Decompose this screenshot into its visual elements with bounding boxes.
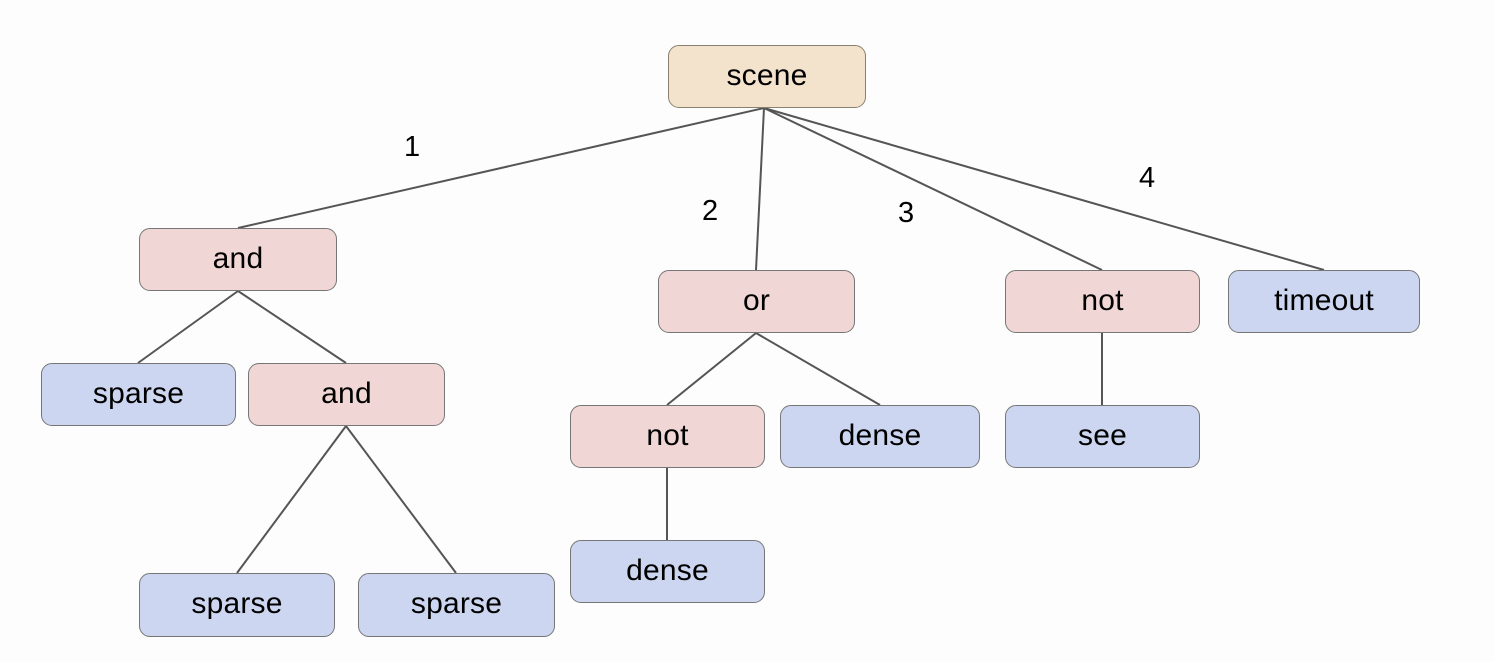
edge-label-2: 2 <box>702 195 719 227</box>
tree-node-or1[interactable]: or <box>658 270 855 333</box>
edge-label-4: 4 <box>1139 162 1156 194</box>
tree-node-label: sparse <box>92 376 185 410</box>
tree-node-label: scene <box>726 58 808 92</box>
tree-node-label: dense <box>838 418 922 452</box>
tree-node-label: dense <box>626 553 709 587</box>
tree-edge <box>755 332 881 406</box>
tree-node-dense1[interactable]: dense <box>780 405 980 468</box>
tree-node-and1[interactable]: and <box>139 228 337 291</box>
tree-edge <box>666 332 757 406</box>
edge-label-3: 3 <box>898 197 915 229</box>
tree-node-label: and <box>321 376 372 410</box>
tree-node-sparse3[interactable]: sparse <box>358 573 555 637</box>
tree-node-not2[interactable]: not <box>570 405 765 468</box>
tree-node-not1[interactable]: not <box>1005 270 1200 333</box>
tree-node-sparse1[interactable]: sparse <box>41 363 236 426</box>
tree-edge <box>755 107 765 271</box>
tree-node-label: timeout <box>1274 283 1374 317</box>
tree-edge <box>137 290 239 364</box>
tree-node-see1[interactable]: see <box>1005 405 1200 468</box>
tree-node-and2[interactable]: and <box>248 363 445 426</box>
tree-edge <box>763 107 1325 271</box>
tree-node-label: not <box>1081 283 1124 317</box>
tree-edge <box>236 425 347 574</box>
tree-node-label: or <box>742 283 771 317</box>
tree-edge <box>237 290 347 364</box>
tree-edge <box>237 107 765 229</box>
edge-label-1: 1 <box>404 131 421 163</box>
tree-node-sparse2[interactable]: sparse <box>139 573 335 637</box>
tree-edge <box>763 107 1103 271</box>
tree-node-label: see <box>1078 418 1127 452</box>
tree-node-scene[interactable]: scene <box>668 45 866 108</box>
tree-node-dense2[interactable]: dense <box>570 540 765 603</box>
tree-node-label: sparse <box>410 587 503 620</box>
tree-node-label: not <box>646 418 689 452</box>
tree-edge <box>345 425 457 574</box>
tree-node-label: sparse <box>191 587 283 620</box>
tree-node-label: and <box>212 241 264 275</box>
tree-node-timeout1[interactable]: timeout <box>1228 270 1420 333</box>
